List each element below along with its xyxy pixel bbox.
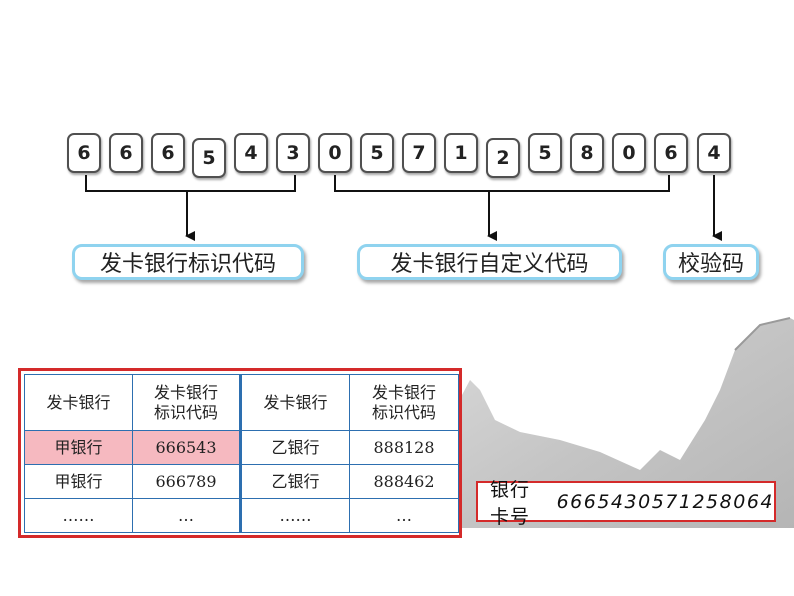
header-cell: 发卡银行 标识代码 [349, 374, 459, 431]
card-photo-edge [734, 317, 791, 351]
card-number-value: 6665430571258064 [556, 490, 774, 513]
table-row: …… … …… … [24, 498, 459, 533]
digit-box: 0 [318, 133, 352, 173]
header-cell: 发卡银行 [240, 374, 350, 431]
digit-box: 3 [276, 133, 310, 173]
table-cell: … [132, 498, 242, 533]
table-cell: … [349, 498, 459, 533]
digit-box: 5 [360, 133, 394, 173]
bank-code-table-frame: 发卡银行 发卡银行 标识代码 发卡银行 发卡银行 标识代码 甲银行 666543… [18, 368, 462, 538]
table-cell: …… [240, 498, 350, 533]
table-cell: 甲银行 [24, 430, 133, 465]
issuer-code-label: 发卡银行标识代码 [72, 244, 304, 280]
table-cell: 666543 [132, 430, 242, 465]
digit-box: 6 [654, 133, 688, 173]
digit-box: 1 [444, 133, 478, 173]
card-number-caption: 银行卡号 [490, 478, 531, 528]
digit-box: 6 [67, 133, 101, 173]
table-cell: 666789 [132, 464, 242, 499]
table-cell: 888128 [349, 430, 459, 465]
table-cell: 888462 [349, 464, 459, 499]
digit-box: 4 [697, 133, 731, 173]
digit-box: 0 [612, 133, 646, 173]
bank-code-table: 发卡银行 发卡银行 标识代码 发卡银行 发卡银行 标识代码 甲银行 666543… [24, 374, 459, 533]
header-cell: 发卡银行 标识代码 [132, 374, 242, 431]
custom-code-label: 发卡银行自定义代码 [357, 244, 622, 280]
table-cell: 乙银行 [240, 430, 350, 465]
card-number-digits: 6 6 6 5 4 3 0 5 7 1 2 5 8 0 6 4 [0, 0, 794, 200]
digit-box: 5 [192, 138, 226, 178]
table-header-row: 发卡银行 发卡银行 标识代码 发卡银行 发卡银行 标识代码 [24, 374, 459, 431]
card-number-box: 银行卡号 6665430571258064 [476, 479, 776, 528]
digit-box: 8 [570, 133, 604, 173]
table-cell: 甲银行 [24, 464, 133, 499]
table-cell: 乙银行 [240, 464, 350, 499]
digit-box: 2 [486, 138, 520, 178]
digit-box: 6 [151, 133, 185, 173]
check-digit-label: 校验码 [663, 244, 759, 280]
digit-box: 6 [109, 133, 143, 173]
table-cell: …… [24, 498, 133, 533]
table-row: 甲银行 666789 乙银行 888462 [24, 464, 459, 499]
table-row: 甲银行 666543 乙银行 888128 [24, 430, 459, 465]
header-cell: 发卡银行 [24, 374, 133, 431]
digit-box: 7 [402, 133, 436, 173]
digit-box: 4 [234, 133, 268, 173]
digit-box: 5 [528, 133, 562, 173]
